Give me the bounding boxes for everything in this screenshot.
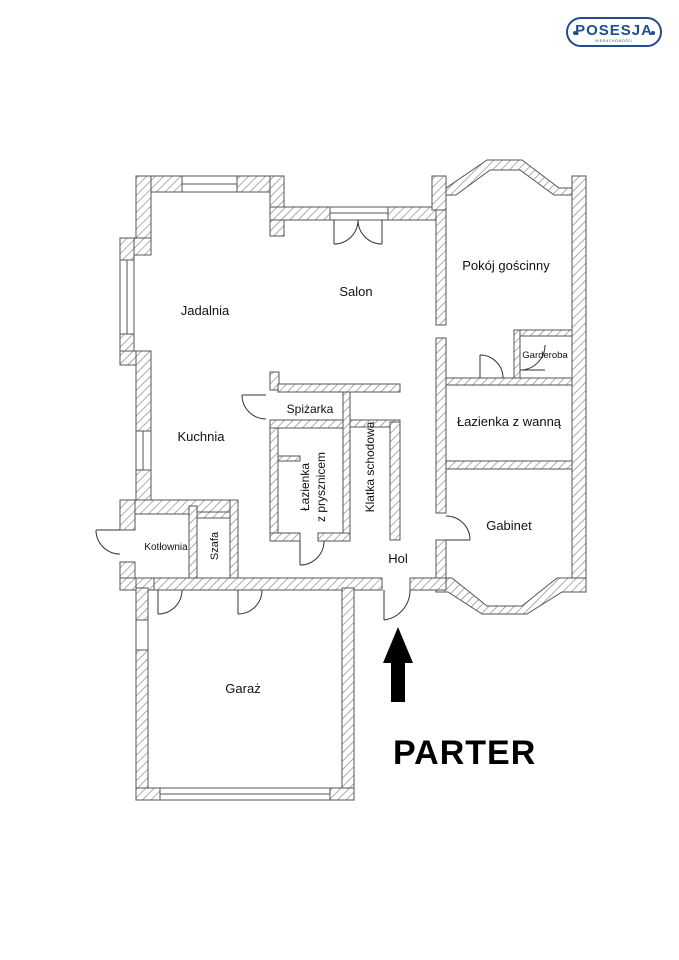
posesja-logo-icon: POSESJA NIERUCHOMOŚCI [566,17,662,47]
windows [119,175,389,801]
room-label-jadalnia: Jadalnia [181,303,230,318]
room-label-hol: Hol [388,551,408,566]
logo-dot-right [651,31,655,35]
logo-dot-left [573,31,577,35]
room-labels: Jadalnia Kuchnia Salon Pokój gościnny Ga… [144,258,568,696]
floor-label: PARTER [393,734,537,772]
room-label-spizarka: Spiżarka [287,402,334,416]
room-label-klatka-schodowa: Klatka schodowa [363,421,377,512]
room-label-lazienka-z-prysznicem-1: Łazienka [298,463,312,511]
room-label-kotlownia: Kotłownia [144,542,188,553]
room-label-lazienka-z-wanna: Łazienka z wanną [457,414,562,429]
doors [95,219,546,621]
entrance-arrow-icon [383,627,413,702]
room-label-garderoba: Garderoba [522,350,568,361]
room-label-szafa: Szafa [209,531,221,560]
room-label-kuchnia: Kuchnia [178,429,226,444]
room-label-pokoj-goscinny: Pokój gościnny [462,258,550,273]
walls [119,159,587,801]
room-label-salon: Salon [339,284,372,299]
room-label-gabinet: Gabinet [486,518,532,533]
logo-subtitle: NIERUCHOMOŚCI [595,39,633,43]
logo-name: POSESJA [575,22,653,39]
room-label-lazienka-z-prysznicem-2: z prysznicem [314,452,328,522]
room-label-garaz: Garaż [225,681,260,696]
